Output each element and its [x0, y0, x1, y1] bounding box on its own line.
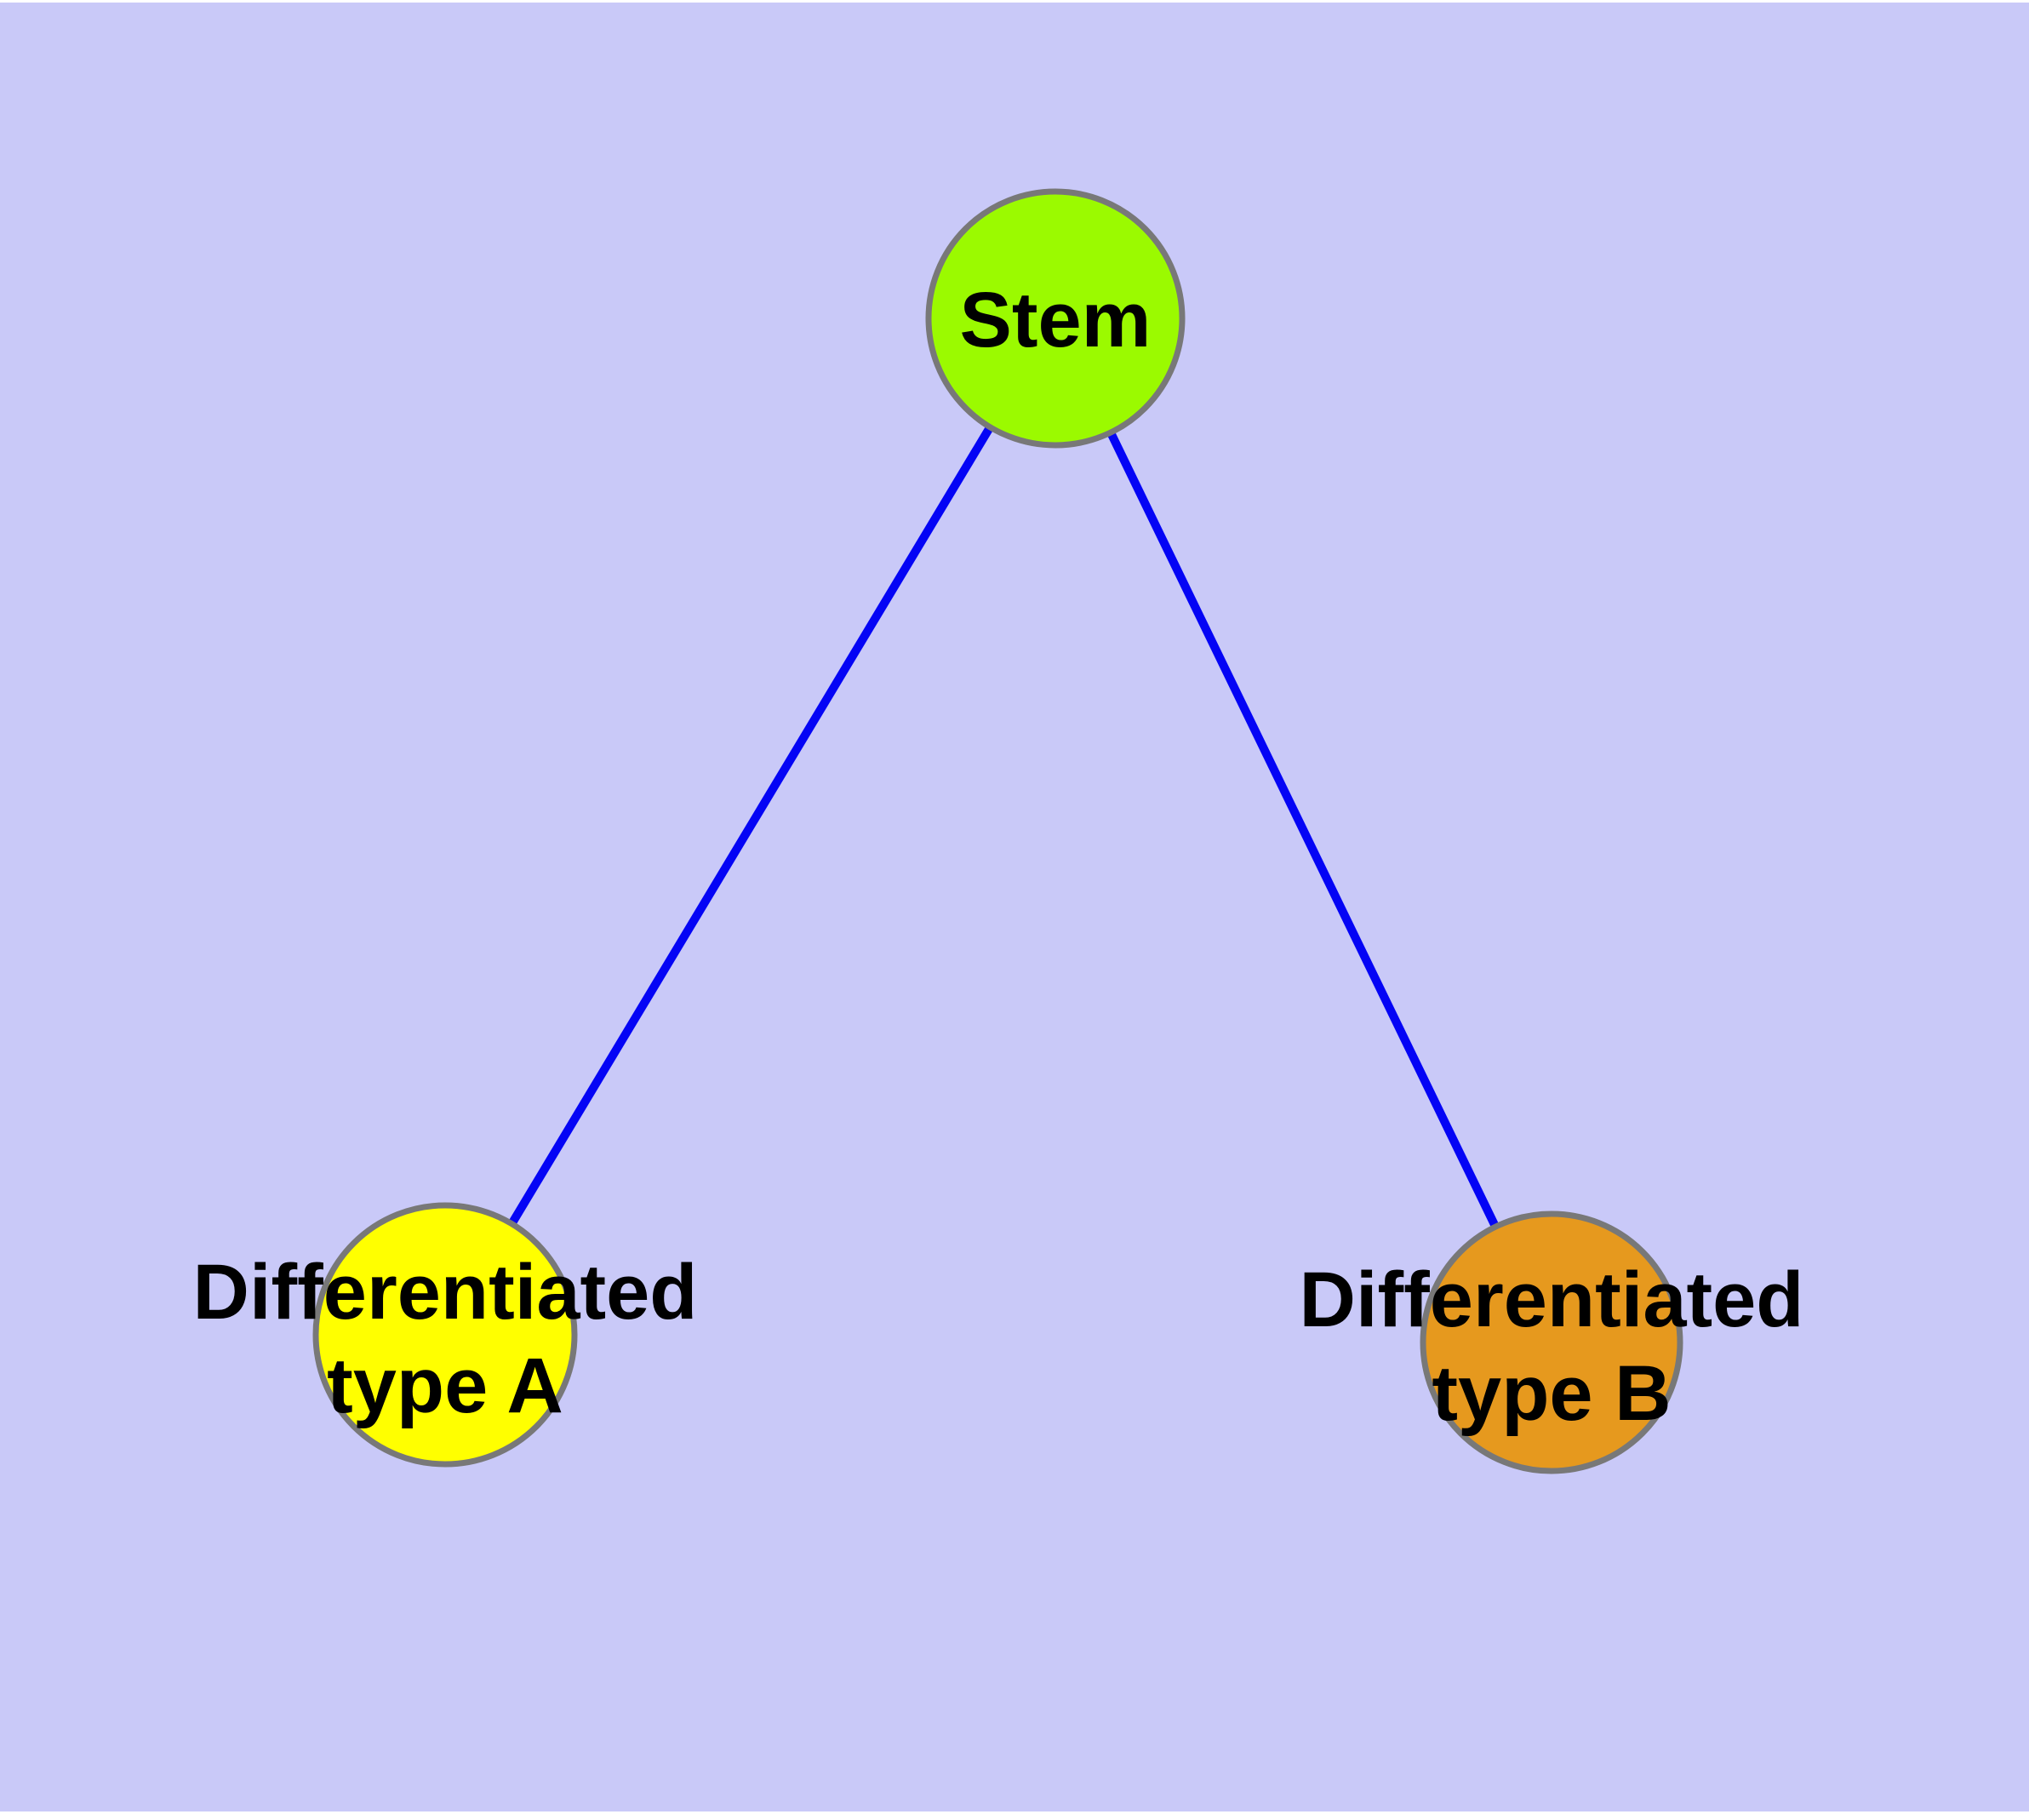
node-stem-label: Stem	[960, 277, 1152, 363]
node-type-a-label-line1: Differentiated	[193, 1249, 698, 1336]
node-type-b-label-line1: Differentiated	[1300, 1256, 1804, 1343]
node-type-a-label-line2: type A	[327, 1342, 563, 1429]
node-type-b-label-line2: type B	[1432, 1350, 1671, 1437]
node-differentiated-type-a	[312, 1202, 578, 1468]
edge-stem-to-type-a	[441, 316, 1060, 1337]
edge-stem-to-type-b	[1051, 316, 1556, 1345]
node-differentiated-type-b	[1420, 1210, 1683, 1474]
node-stem	[925, 188, 1186, 449]
